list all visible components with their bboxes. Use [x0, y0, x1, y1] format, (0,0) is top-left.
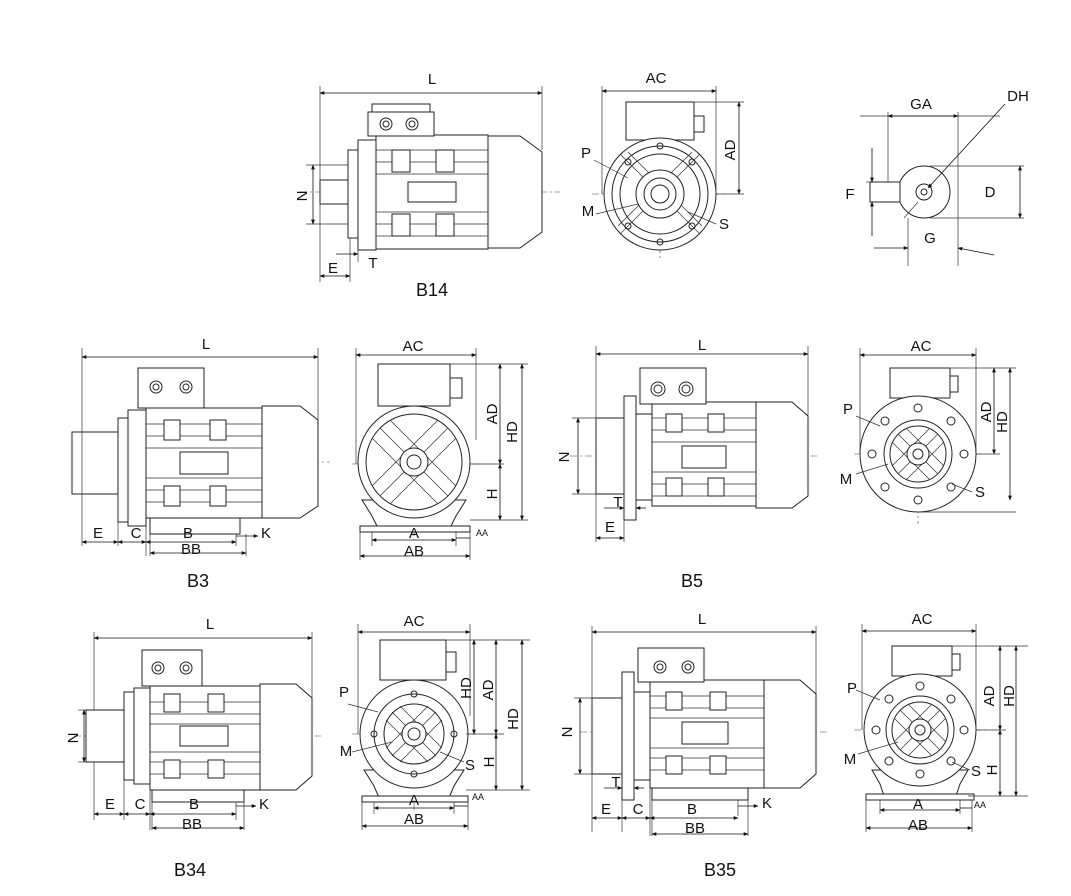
b14-label-E: E: [328, 260, 338, 277]
b34-caption: B34: [174, 860, 206, 880]
b34-front-label-AD: AD: [480, 679, 497, 700]
b34-front-label-AA: AA: [472, 792, 484, 802]
b14-side-view: L N E T B14: [294, 71, 560, 300]
b35-front-label-HD: HD: [1001, 685, 1018, 707]
b35-front-label-H: H: [984, 765, 1001, 776]
b35-label-N: N: [559, 727, 576, 738]
b35-label-BB: BB: [685, 820, 705, 837]
b35-front-label-S: S: [971, 763, 981, 780]
b3-label-L: L: [202, 336, 210, 353]
b34-front-label-AB: AB: [404, 811, 424, 828]
b34-label-N: N: [65, 733, 82, 744]
b34-front-label-M: M: [340, 743, 353, 760]
b14-front-label-AD: AD: [722, 139, 739, 160]
b14-shaft-label-F: F: [845, 186, 854, 203]
b35-label-B: B: [687, 801, 697, 818]
b14-label-T: T: [368, 255, 377, 272]
b5-label-L: L: [698, 337, 706, 354]
b3-label-B: B: [183, 525, 193, 542]
b35-side-view: L N T E C B K BB B35: [559, 611, 830, 880]
b14-front-label-AC: AC: [646, 70, 667, 87]
b5-caption: B5: [681, 571, 703, 591]
b34-label-B: B: [189, 796, 199, 813]
b35-front-label-AB: AB: [908, 817, 928, 834]
b14-shaft-label-GA: GA: [910, 96, 932, 113]
b3-front-label-H: H: [484, 489, 501, 500]
b5-front-label-M: M: [840, 471, 853, 488]
b5-front-label-AC: AC: [911, 338, 932, 355]
b3-front-label-AA: AA: [476, 528, 488, 538]
b3-side-view: L E C B K BB B3: [71, 336, 330, 591]
b14-front-label-S: S: [719, 216, 729, 233]
b5-front-label-S: S: [975, 484, 985, 501]
b14-front-view: AC AD P M S: [581, 70, 744, 258]
b35-caption: B35: [704, 860, 736, 880]
b34-side-view: L N E C B K BB B34: [65, 616, 322, 880]
b14-caption: B14: [416, 280, 448, 300]
b5-front-label-AD: AD: [978, 401, 995, 422]
b3-front-view: AC AD HD H A AA AB: [352, 338, 528, 560]
b34-label-K: K: [259, 796, 269, 813]
b35-front-label-P: P: [847, 680, 857, 697]
b3-front-label-HD: HD: [504, 421, 521, 443]
b34-front-label-HD: HD: [505, 708, 522, 730]
b35-label-T: T: [611, 774, 620, 791]
b35-front-label-A: A: [913, 796, 923, 813]
b3-front-label-AD: AD: [484, 403, 501, 424]
b14-shaft-label-DH: DH: [1007, 88, 1029, 105]
b5-label-T: T: [613, 494, 622, 511]
b3-label-BB: BB: [181, 541, 201, 558]
b34-label-C: C: [135, 796, 146, 813]
b14-front-label-P: P: [581, 145, 591, 162]
b34-front-label-A: A: [409, 792, 419, 809]
b35-label-E: E: [601, 801, 611, 818]
b34-front-label-P: P: [339, 684, 349, 701]
b3-label-K: K: [261, 525, 271, 542]
b35-label-L: L: [698, 611, 706, 628]
b34-label-BB: BB: [182, 816, 202, 833]
b34-label-E: E: [105, 796, 115, 813]
b35-front-label-AC: AC: [912, 611, 933, 628]
b35-front-label-M: M: [844, 751, 857, 768]
b14-label-N: N: [294, 191, 311, 202]
b5-label-E: E: [605, 519, 615, 536]
b3-label-C: C: [131, 525, 142, 542]
b34-front-label-HD-inner: HD: [458, 677, 475, 699]
b3-caption: B3: [187, 571, 209, 591]
b14-label-L: L: [428, 71, 436, 88]
b5-label-N: N: [556, 452, 573, 463]
b35-label-C: C: [633, 801, 644, 818]
b14-front-label-M: M: [582, 203, 595, 220]
b35-front-label-AA: AA: [974, 800, 986, 810]
b5-side-view: L N T E B5: [556, 337, 820, 591]
b3-front-label-A: A: [409, 525, 419, 542]
b34-front-label-AC: AC: [404, 613, 425, 630]
b35-label-K: K: [762, 795, 772, 812]
b3-front-label-AB: AB: [404, 543, 424, 560]
b5-front-view: AC AD HD P M S: [840, 338, 1016, 524]
b14-shaft-label-G: G: [924, 230, 936, 247]
b34-label-L: L: [206, 616, 214, 633]
b3-label-E: E: [93, 525, 103, 542]
b34-front-label-S: S: [465, 757, 475, 774]
b5-front-label-P: P: [843, 401, 853, 418]
b35-front-view: AC AD HD H P M S A AA AB: [844, 611, 1028, 834]
b34-front-view: AC HD AD HD H P M S A AA AB: [339, 613, 530, 830]
b14-shaft-view: GA DH F D G: [845, 88, 1029, 266]
b14-shaft-label-D: D: [985, 184, 996, 201]
b3-front-label-AC: AC: [403, 338, 424, 355]
b34-front-label-H: H: [481, 757, 498, 768]
b5-front-label-HD: HD: [994, 411, 1011, 433]
b35-front-label-AD: AD: [981, 685, 998, 706]
